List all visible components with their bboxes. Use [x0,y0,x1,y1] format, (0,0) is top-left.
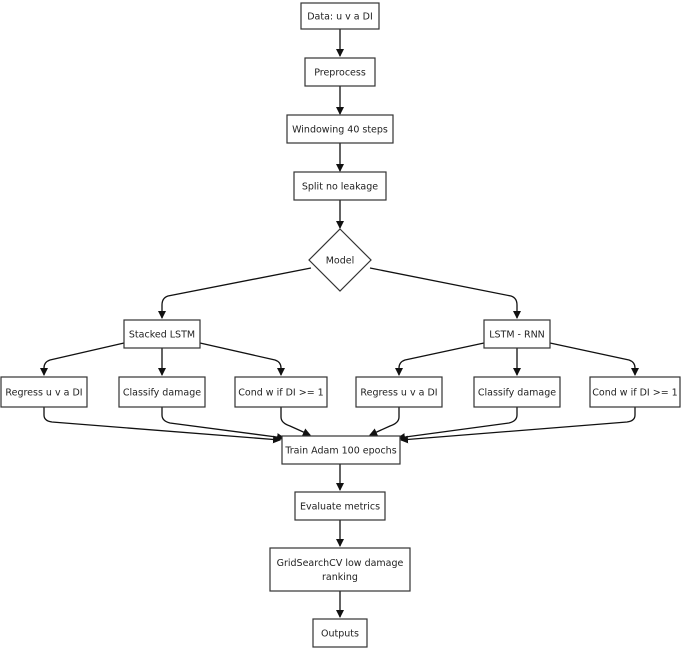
node-classify2-label: Classify damage [478,388,556,399]
node-outputs-box [312,618,368,648]
node-lstmrnn-box [483,319,551,349]
edge-classify2-train [397,407,518,442]
node-gridsearch-label-line1: GridSearchCV low damage [277,558,404,569]
node-stacked-box [123,319,201,349]
node-model-diamond [308,228,372,292]
node-stacked-label: Stacked LSTM [129,330,195,341]
node-evaluate: Evaluate metrics [294,491,386,521]
node-data: Data: u v a DI [300,2,380,30]
node-split-label: Split no leakage [302,182,378,193]
node-preprocess-box [304,57,376,87]
edge-lstmrnn-regress2 [395,342,485,376]
node-lstmrnn: LSTM - RNN [483,319,551,349]
edge-model-lstmrnn [369,267,521,319]
node-regress2: Regress u v a DI [355,376,443,408]
edge-classify1-train [161,407,285,442]
node-cond2-box [589,376,681,408]
node-train-label: Train Adam 100 epochs [284,446,396,457]
node-regress2-box [355,376,443,408]
node-outputs-label: Outputs [321,629,359,640]
node-cond2-label: Cond w if DI >= 1 [592,388,677,399]
node-regress1: Regress u v a DI [0,376,88,408]
node-data-box [300,2,380,30]
node-classify1: Classify damage [118,376,206,408]
edge-stacked-regress1 [40,342,125,376]
node-gridsearch: GridSearchCV low damage ranking [269,547,411,592]
node-outputs: Outputs [312,618,368,648]
node-model: Model [308,228,372,292]
node-data-label: Data: u v a DI [307,12,373,23]
edge-lstmrnn-cond2 [549,342,639,376]
node-gridsearch-box [269,547,411,592]
node-preprocess-label: Preprocess [314,68,366,79]
node-regress1-box [0,376,88,408]
edge-stacked-cond1 [199,342,285,376]
node-classify2: Classify damage [473,376,561,408]
edges [40,29,639,618]
node-gridsearch-label-line2: ranking [322,572,358,583]
node-regress1-label: Regress u v a DI [5,388,82,399]
node-model-label: Model [326,256,355,267]
node-windowing-box [286,114,394,144]
node-evaluate-label: Evaluate metrics [300,502,380,513]
node-train: Train Adam 100 epochs [281,435,401,465]
edge-regress1-train [43,407,281,444]
node-split-box [293,171,387,201]
node-classify1-box [118,376,206,408]
node-classify1-label: Classify damage [123,388,201,399]
node-cond1-label: Cond w if DI >= 1 [238,388,323,399]
node-split: Split no leakage [293,171,387,201]
edge-regress2-train [369,407,400,436]
node-windowing: Windowing 40 steps [286,114,394,144]
node-cond1: Cond w if DI >= 1 [234,376,328,408]
node-train-box [281,435,401,465]
node-cond2: Cond w if DI >= 1 [589,376,681,408]
node-evaluate-box [294,491,386,521]
node-cond1-box [234,376,328,408]
node-preprocess: Preprocess [304,57,376,87]
node-windowing-label: Windowing 40 steps [292,125,388,136]
node-stacked: Stacked LSTM [123,319,201,349]
edge-cond2-train [400,407,636,444]
node-regress2-label: Regress u v a DI [360,388,437,399]
edge-model-stacked [158,267,312,319]
edge-cond1-train [280,407,311,436]
node-lstmrnn-label: LSTM - RNN [489,330,545,341]
node-classify2-box [473,376,561,408]
